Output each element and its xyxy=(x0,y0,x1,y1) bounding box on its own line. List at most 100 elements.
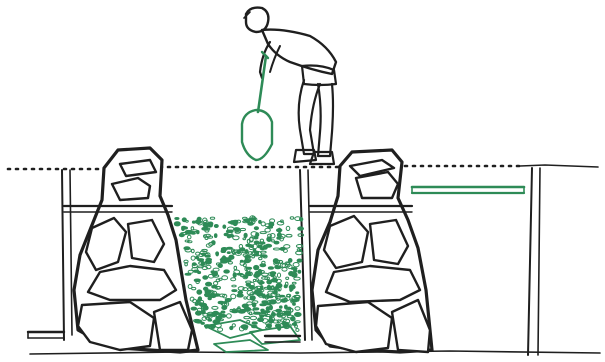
gravel-pebble xyxy=(261,309,264,311)
gravel-pebble xyxy=(213,268,219,271)
gravel-pebble xyxy=(250,296,255,300)
gravel-pebble xyxy=(286,234,292,237)
gravel-pebble xyxy=(187,235,191,239)
gravel-pebble xyxy=(253,279,255,281)
gravel-pebble xyxy=(227,252,230,254)
gravel-pebble xyxy=(212,272,218,275)
gravel-pebble xyxy=(259,220,262,223)
gravel-pebble xyxy=(224,270,230,273)
gravel-pebble xyxy=(298,270,301,273)
gravel-pebble xyxy=(196,281,199,284)
gravel-pebble xyxy=(174,222,180,226)
gravel-pebble xyxy=(252,322,257,324)
gravel-pebble xyxy=(262,261,265,264)
gravel-pebble xyxy=(280,306,283,308)
gravel-pebble xyxy=(281,299,285,302)
gravel-pebble xyxy=(244,219,249,222)
gravel-pebble xyxy=(287,307,291,309)
gravel-pebble xyxy=(296,292,299,294)
gravel-pebble xyxy=(237,273,243,275)
gravel-pebble xyxy=(263,245,267,249)
gravel-pebble xyxy=(191,249,194,253)
gravel-pebble xyxy=(296,329,299,332)
gravel-pebble xyxy=(192,287,196,289)
gravel-pebble xyxy=(233,221,237,226)
worker xyxy=(244,8,336,164)
gravel-pebble xyxy=(218,328,223,332)
gravel-pebble xyxy=(244,316,250,318)
gravel-pebble xyxy=(239,310,246,313)
gravel-pebble xyxy=(252,301,258,304)
gravel-pebble xyxy=(296,298,299,301)
gravel-pebble xyxy=(277,294,280,296)
gravel-pebble xyxy=(224,302,227,304)
gravel-pebble xyxy=(216,252,218,256)
gravel-pebble xyxy=(244,233,247,237)
green-board xyxy=(412,187,524,193)
gravel-pebble xyxy=(214,234,217,238)
gravel-pebble xyxy=(265,228,270,232)
gravel-pebble xyxy=(258,245,263,247)
gravel-pebble xyxy=(221,261,228,263)
gravel-pebble xyxy=(248,222,254,225)
gravel-pebble xyxy=(231,294,236,299)
gravel-pebble xyxy=(270,272,276,275)
gravel-pebble xyxy=(290,217,294,219)
gravel-pebble xyxy=(198,259,204,261)
gravel-pebble xyxy=(261,222,265,226)
gravel-pebble xyxy=(297,259,302,262)
gravel-pebble xyxy=(222,306,227,310)
gravel-pebble xyxy=(254,290,260,294)
gravel-pebble xyxy=(254,265,259,269)
gravel-pebble xyxy=(295,307,300,310)
gravel-pebble xyxy=(260,304,267,306)
drain-pipe-left xyxy=(28,332,64,338)
gravel-pebble xyxy=(209,224,213,227)
gravel-pebble xyxy=(191,307,197,310)
gravel-pebble xyxy=(243,264,246,267)
gravel-pebble xyxy=(182,218,186,222)
gravel-pebble xyxy=(227,314,232,318)
gravel-pebble xyxy=(197,300,199,303)
gravel-pebble xyxy=(232,324,235,327)
gravel-pebble xyxy=(262,294,265,298)
gravel-pebble xyxy=(222,276,228,280)
gravel-pebble xyxy=(245,255,251,258)
gravel-pebble xyxy=(228,222,233,224)
gravel-pebble xyxy=(298,227,304,230)
gravel-pebble xyxy=(264,311,270,313)
gravel-pebble xyxy=(247,259,251,262)
gravel-pebble xyxy=(206,258,212,261)
gravel-pebble xyxy=(277,273,280,277)
gravel-pebble xyxy=(276,283,282,287)
gravel-pebble xyxy=(277,233,281,237)
gravel-pebble xyxy=(233,310,236,312)
gravel-pebble xyxy=(210,294,216,298)
gravel-pebble xyxy=(244,297,247,299)
gravel-pebble xyxy=(286,277,289,279)
gravel-pebble xyxy=(194,270,199,272)
gravel-pebble xyxy=(247,302,252,305)
gravel-pebble xyxy=(185,273,191,275)
gravel-pebble xyxy=(223,225,226,228)
gravel-pebble xyxy=(286,226,290,230)
gravel-pebble xyxy=(250,286,255,289)
gravel-pebble xyxy=(231,278,236,281)
gravel-pebble xyxy=(295,313,302,317)
gravel-pebble xyxy=(288,259,292,263)
gravel-pebble xyxy=(256,251,259,254)
gravel-pebble xyxy=(192,221,195,223)
gravel-pebble xyxy=(253,308,259,310)
trench-floor xyxy=(30,351,600,354)
gravel-pebble xyxy=(277,229,282,232)
gravel-pebble xyxy=(292,282,296,284)
gravel-pebble xyxy=(254,227,258,230)
gravel-pebble xyxy=(246,244,251,246)
gravel-pebble xyxy=(234,266,237,269)
gravel-pebble xyxy=(292,273,298,277)
gravel-pebble xyxy=(175,218,179,220)
gravel-pebble xyxy=(195,303,198,305)
gravel-pebble xyxy=(191,256,195,260)
gravel-pebble xyxy=(259,257,262,259)
gravel-pebble xyxy=(214,225,218,228)
